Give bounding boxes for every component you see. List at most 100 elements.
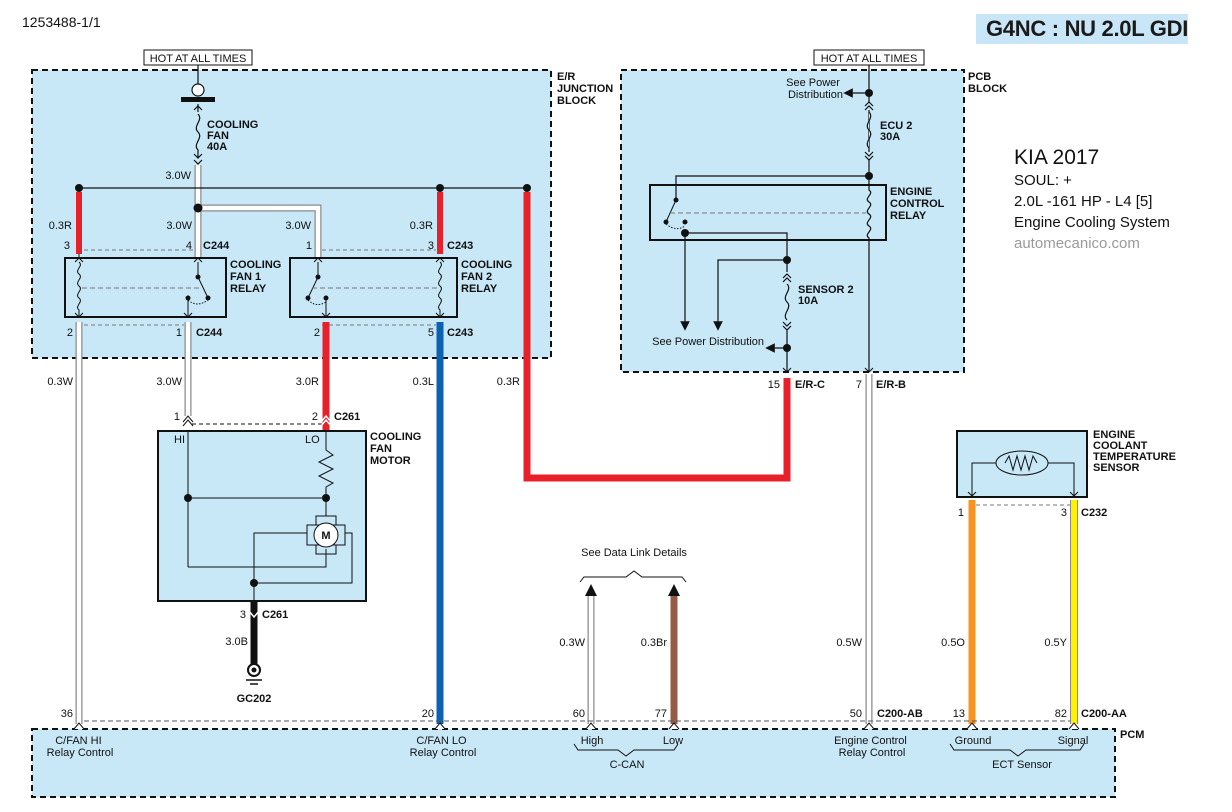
connector-c243-top: C243	[447, 240, 473, 252]
pcm-ect-sensor-group-label: ECT Sensor	[992, 759, 1052, 771]
pin-number: 3	[240, 609, 246, 621]
vehicle-make-year: KIA 2017	[1014, 146, 1100, 169]
pin-number: 3	[64, 240, 70, 252]
pin-number: 4	[186, 240, 192, 252]
pcm-c-can-group-label: C-CAN	[610, 759, 645, 771]
motor-icon: M	[306, 515, 346, 555]
er-junction-block	[31, 69, 552, 359]
svg-text:M: M	[321, 530, 330, 542]
fan-motor-label: COOLING FAN MOTOR	[370, 431, 424, 467]
wire-label-feed: 3.0W	[165, 170, 191, 182]
fuse-ecu2-icon	[864, 101, 874, 161]
pin-number: 50	[850, 708, 862, 720]
pcb-block	[620, 69, 965, 373]
pin-number: 3	[1061, 507, 1067, 519]
vehicle-system: Engine Cooling System	[1014, 214, 1170, 231]
hot-at-all-times-label-2: HOT AT ALL TIMES	[813, 49, 925, 66]
pcm-ecr-ctrl-label: Engine Control Relay Control	[834, 735, 910, 759]
connector-c200-ab: C200-AB	[877, 708, 923, 720]
connector-c261-top: C261	[334, 411, 360, 423]
pin-number: 15	[768, 379, 780, 391]
fan2-relay-label: COOLING FAN 2 RELAY	[461, 259, 515, 295]
pin-number: 36	[61, 708, 73, 720]
pin-number: 1	[958, 507, 964, 519]
wire-label: 0.5W	[836, 637, 862, 649]
fan1-relay-label: COOLING FAN 1 RELAY	[230, 259, 284, 295]
cooling-fan-1-relay	[64, 254, 227, 318]
engine-coolant-temperature-sensor	[956, 430, 1088, 498]
connector-c232: C232	[1081, 507, 1107, 519]
pin-number: 2	[312, 411, 318, 423]
wire-label: 0.5O	[941, 637, 965, 649]
wire-label: 3.0W	[166, 220, 192, 232]
vehicle-engine: 2.0L -161 HP - L4 [5]	[1014, 193, 1153, 210]
wire-label: 0.3R	[49, 220, 72, 232]
pcm-cfan-lo-label: C/FAN LO Relay Control	[410, 735, 477, 759]
pin-number: 82	[1055, 708, 1067, 720]
vehicle-info: KIA 2017 SOUL: + 2.0L -161 HP - L4 [5] E…	[1014, 146, 1170, 254]
connector-c243-bottom: C243	[447, 327, 473, 339]
fuse-sensor2-icon	[782, 260, 792, 372]
fuse-cooling-fan-icon	[193, 104, 203, 165]
ect-sensor-label: ENGINE COOLANT TEMPERATURE SENSOR	[1093, 429, 1179, 474]
wire-label: 0.3R	[410, 220, 433, 232]
connector-er-c: E/R-C	[795, 379, 825, 391]
connector-c200-aa: C200-AA	[1081, 708, 1127, 720]
wire-label: 0.3W	[559, 637, 585, 649]
document-id: 1253488-1/1	[22, 14, 101, 30]
pin-number: 13	[953, 708, 965, 720]
er-junction-block-label: E/R JUNCTION BLOCK	[557, 71, 616, 107]
cooling-fan-2-relay	[289, 257, 458, 318]
wire-label: 0.5Y	[1044, 637, 1067, 649]
fuse-ecu2-label: ECU 2 30A	[880, 120, 915, 143]
engine-control-relay	[649, 180, 887, 372]
wire-label: 0.3W	[47, 376, 73, 388]
vehicle-model: SOUL: +	[1014, 172, 1072, 189]
hot-at-all-times-label-1: HOT AT ALL TIMES	[143, 49, 253, 66]
pcm-block	[31, 728, 1116, 798]
pcm-label: PCM	[1120, 729, 1144, 741]
engine-control-relay-label: ENGINE CONTROL RELAY	[890, 186, 947, 222]
motor-lo-label: LO	[305, 434, 320, 446]
ground-gc202-label: GC202	[237, 693, 272, 705]
pcm-can-low-label: Low	[663, 735, 683, 747]
engine-title-box	[976, 14, 1188, 44]
wire-label: 3.0W	[156, 376, 182, 388]
website-watermark: automecanico.com	[1014, 235, 1140, 252]
wire-label: 0.3Br	[641, 637, 668, 649]
connector-er-b: E/R-B	[876, 379, 906, 391]
connector-c261-bottom: C261	[262, 609, 288, 621]
pin-number: 20	[422, 708, 434, 720]
pin-number: 5	[428, 327, 434, 339]
pcb-block-label: PCB BLOCK	[968, 71, 1007, 95]
see-power-distribution-top: See Power Distribution	[786, 77, 843, 101]
connector-c244-bottom: C244	[196, 327, 223, 339]
cooling-fan-motor: HI LO M	[157, 430, 367, 602]
ground-icon	[246, 663, 262, 685]
pcm-ect-ground-label: Ground	[955, 735, 992, 747]
wire-0-3r-ecr	[523, 192, 791, 482]
engine-title: G4NC : NU 2.0L GDI	[986, 16, 1189, 41]
pcm-ect-signal-label: Signal	[1058, 735, 1089, 747]
pin-number: 2	[314, 327, 320, 339]
fuse-sensor2-label: SENSOR 2 10A	[798, 284, 857, 307]
wire-3-0w-fan2	[198, 204, 322, 258]
svg-text:HOT AT ALL TIMES: HOT AT ALL TIMES	[821, 53, 918, 65]
battery-terminal-icon	[191, 83, 205, 97]
wire-label: 0.3R	[497, 376, 520, 388]
wire-label: 3.0W	[285, 220, 311, 232]
wire-label: 3.0B	[225, 636, 248, 648]
pin-number: 77	[655, 708, 667, 720]
motor-hi-label: HI	[174, 434, 185, 446]
pin-number: 1	[176, 327, 182, 339]
see-power-distribution-bottom: See Power Distribution	[652, 336, 764, 348]
pin-number: 60	[573, 708, 585, 720]
pin-number: 7	[856, 379, 862, 391]
pcm-can-high-label: High	[581, 735, 604, 747]
wire-label: 0.3L	[413, 376, 434, 388]
fuse-cooling-fan-label: COOLING FAN 40A	[207, 119, 261, 153]
see-data-link-details: See Data Link Details	[581, 547, 687, 559]
pin-number: 3	[428, 240, 434, 252]
pin-number: 2	[67, 327, 73, 339]
